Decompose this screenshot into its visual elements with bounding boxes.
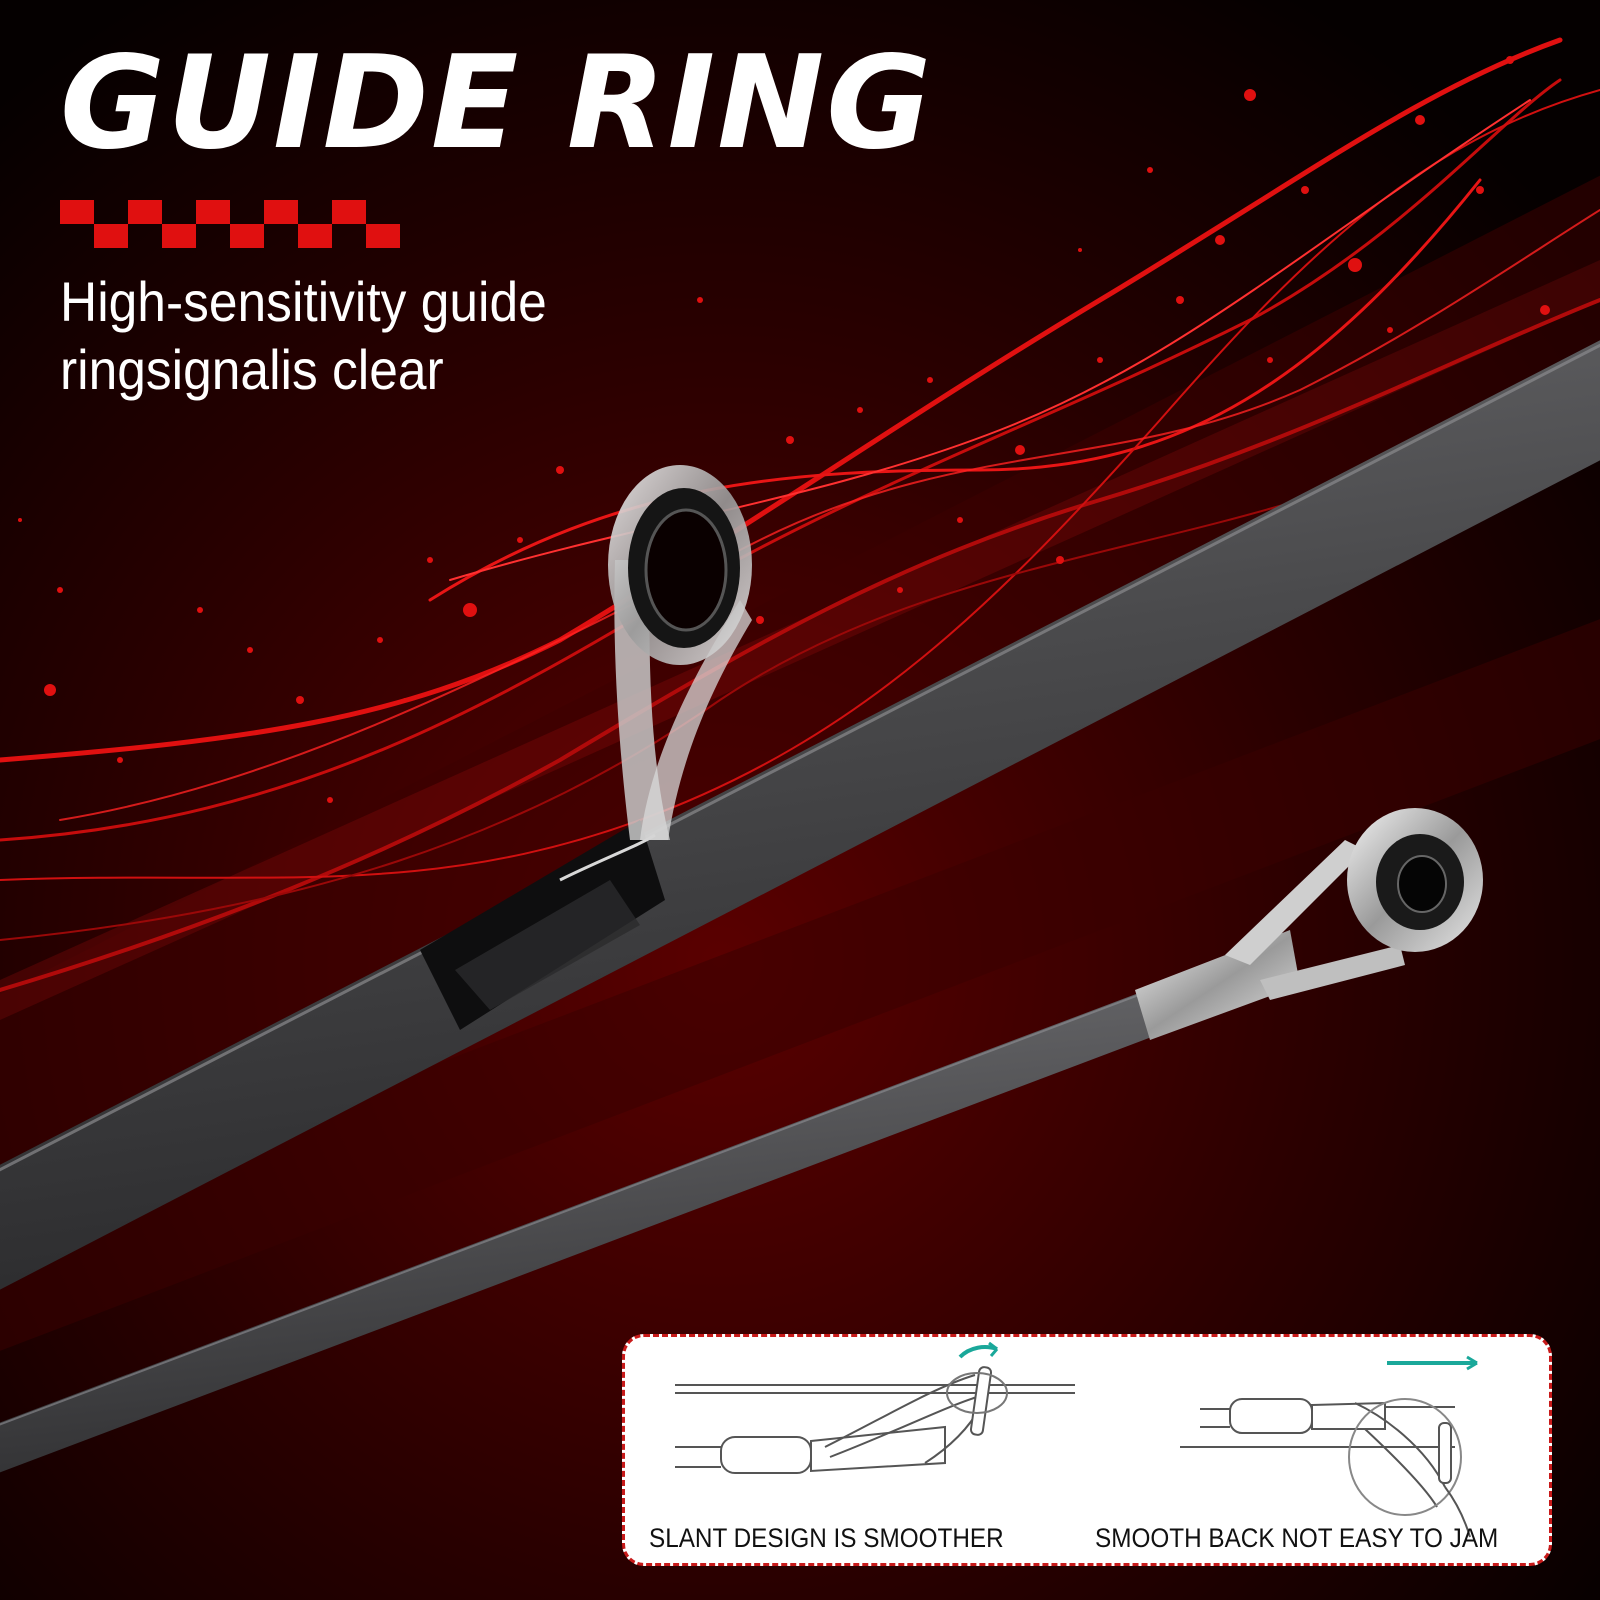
guide-comparison-panel: SLANT DESIGN IS SMOOTHER SMOOTH BACK NOT…: [622, 1334, 1552, 1566]
guide-diagrams: [675, 1341, 1478, 1538]
smooth-back-caption: SMOOTH BACK NOT EASY TO JAM: [1095, 1523, 1499, 1553]
subtitle-line-2: ringsignalis clear: [60, 338, 444, 401]
guide-ring-large: [420, 465, 752, 1030]
slant-guide-diagram: [675, 1341, 1075, 1474]
tip-top-guide: [1135, 808, 1483, 1040]
slant-design-caption: SLANT DESIGN IS SMOOTHER: [649, 1523, 1004, 1553]
checker-decoration: [60, 200, 400, 248]
rod-blank-main: [0, 340, 1600, 1290]
smooth-back-guide-diagram: [1180, 1355, 1478, 1538]
rod-tip-section: [0, 985, 1170, 1473]
page-title: GUIDE RING: [60, 29, 934, 178]
subtitle: High-sensitivity guide ringsignalis clea…: [60, 268, 630, 404]
subtitle-line-1: High-sensitivity guide: [60, 270, 547, 333]
